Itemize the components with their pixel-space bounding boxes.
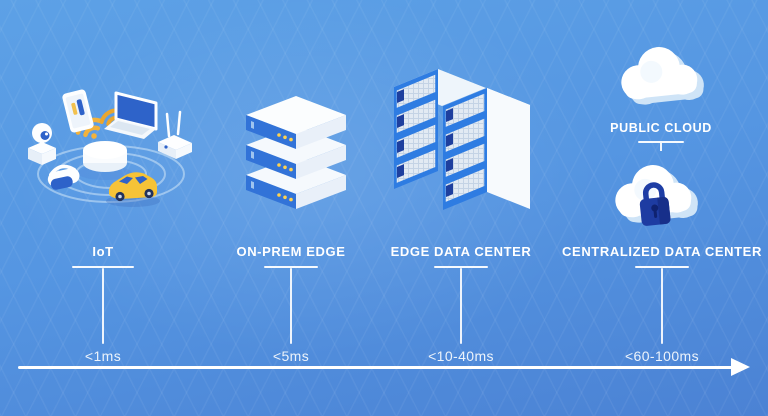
server-stack-illustration bbox=[246, 96, 346, 209]
tick-line bbox=[635, 266, 689, 268]
latency-value: <10-40ms bbox=[428, 348, 494, 364]
iot-devices-illustration bbox=[28, 89, 192, 207]
connector-line bbox=[290, 268, 292, 344]
tablet-icon bbox=[62, 89, 94, 133]
vr-headset-icon bbox=[47, 164, 80, 190]
latency-timeline-line bbox=[18, 366, 733, 369]
tier-label: ON-PREM EDGE bbox=[236, 244, 346, 259]
hub-icon bbox=[78, 141, 132, 180]
lock-icon bbox=[639, 182, 671, 226]
latency-value: <60-100ms bbox=[624, 348, 700, 364]
security-camera-icon bbox=[28, 123, 56, 165]
car-icon bbox=[106, 172, 160, 207]
tick-line bbox=[264, 266, 318, 268]
connector-line bbox=[460, 268, 462, 344]
tick-line bbox=[434, 266, 488, 268]
router-icon bbox=[158, 110, 192, 159]
latency-value: <5ms bbox=[272, 348, 310, 364]
public-cloud-tick-line bbox=[638, 141, 684, 143]
public-cloud-connector-line bbox=[660, 143, 662, 151]
latency-value: <1ms bbox=[84, 348, 122, 364]
cloud-illustration bbox=[621, 47, 704, 105]
server-rack-icon bbox=[443, 88, 530, 210]
connector-line bbox=[661, 268, 663, 344]
server-rack-icon bbox=[394, 69, 486, 189]
tier-label: EDGE DATA CENTER bbox=[390, 244, 532, 259]
server-racks-illustration bbox=[394, 69, 530, 210]
tier-label: CENTRALIZED DATA CENTER bbox=[562, 244, 762, 259]
tick-line bbox=[72, 266, 134, 268]
connector-line bbox=[102, 268, 104, 344]
laptop-icon bbox=[104, 91, 158, 139]
tier-label: IoT bbox=[92, 244, 114, 259]
secure-cloud-illustration bbox=[615, 165, 698, 226]
public-cloud-label: PUBLIC CLOUD bbox=[610, 121, 712, 135]
arrow-right-icon bbox=[731, 358, 750, 376]
server-unit-icon bbox=[246, 96, 346, 209]
